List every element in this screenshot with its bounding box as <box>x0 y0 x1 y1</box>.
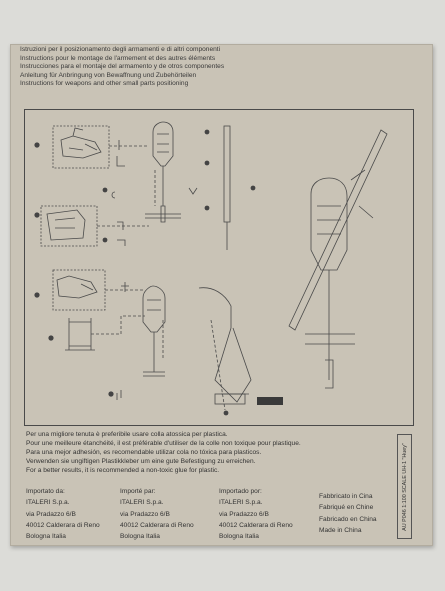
cockpit-part-1-arm <box>72 127 84 137</box>
importer-line: Bologna Italia <box>219 533 259 541</box>
title-line-en: Instructions for weapons and other small… <box>20 80 189 88</box>
callout-markers <box>34 129 256 416</box>
importer-line: via Pradazzo 6/B <box>120 510 170 518</box>
glue-note-fr: Pour une meilleure étanchéité, il est pr… <box>26 439 301 447</box>
instruction-sheet <box>10 44 433 546</box>
importer-line: 40012 Calderara di Reno <box>219 521 293 529</box>
fuselage-top <box>145 121 181 223</box>
cockpit-part-1-detail <box>68 143 98 151</box>
fuselage-bottom <box>142 285 166 377</box>
importer-heading: Importado por: <box>219 488 262 495</box>
importer-line: Bologna Italia <box>26 533 66 541</box>
cockpit-part-3-detail <box>80 283 94 291</box>
cockpit-part-2 <box>46 209 86 241</box>
cockpit-detail-mid <box>40 205 98 247</box>
rotor-pylon <box>188 125 231 250</box>
title-line-es: Instrucciones para el montaje del armame… <box>20 63 225 71</box>
instructions-title: Istruzioni per il posizionamento degli a… <box>20 46 320 89</box>
glue-note: Per una migliore tenuta è preferibile us… <box>26 431 386 476</box>
assembly-diagram <box>34 121 388 416</box>
glue-note-de: Verwenden sie ungiftigen Plastikkleber u… <box>26 457 256 465</box>
made-in-en: Made in China <box>319 526 362 534</box>
importer-line: ITALERI S.p.a. <box>26 499 70 507</box>
glue-note-en: For a better results, it is recommended … <box>26 466 220 474</box>
title-line-de: Anleitung für Anbringung von Bewaffnung … <box>20 71 197 79</box>
product-code-box: AU P046 1:100 SCALE UH-1 "Huey" <box>397 434 412 539</box>
importer-heading: Importé par: <box>120 488 156 495</box>
cockpit-part-2-detail <box>54 217 76 229</box>
importer-line: 40012 Calderara di Reno <box>26 521 100 529</box>
product-code: AU P046 1:100 SCALE UH-1 "Huey" <box>401 442 408 531</box>
cockpit-part-3 <box>56 275 98 299</box>
made-in-it: Fabbricato in Cina <box>319 493 373 500</box>
cockpit-part-1 <box>60 135 102 159</box>
small-brackets <box>111 140 129 400</box>
cockpit-detail-top <box>52 125 110 169</box>
made-in-fr: Fabriqué en Chine <box>319 504 374 512</box>
importer-line: ITALERI S.p.a. <box>219 499 263 507</box>
importer-line: ITALERI S.p.a. <box>120 499 164 507</box>
importer-line: 40012 Calderara di Reno <box>120 521 194 529</box>
leader-lines <box>91 145 226 411</box>
glue-note-it: Per una migliore tenuta è preferibile us… <box>26 431 228 438</box>
importer-heading: Importato da: <box>26 488 65 495</box>
made-in-es: Fabricado en China <box>319 515 377 523</box>
importer-es: Importado por: ITALERI S.p.a. via Pradaz… <box>219 486 293 542</box>
made-in: Fabbricato in Cina Fabriqué en Chine Fab… <box>319 491 377 536</box>
importer-line: Bologna Italia <box>120 533 160 541</box>
helicopter-assembly <box>288 129 388 389</box>
importer-line: via Pradazzo 6/B <box>26 510 76 518</box>
importer-it: Importato da: ITALERI S.p.a. via Pradazz… <box>26 486 100 542</box>
glue-note-es: Para una mejor adhesión, es recomendable… <box>26 448 262 456</box>
importer-line: via Pradazzo 6/B <box>219 510 269 518</box>
title-line-it: Istruzioni per il posizionamento degli a… <box>20 46 221 53</box>
tail-assembly <box>198 287 283 405</box>
title-line-fr: Instructions pour le montage de l'armeme… <box>20 54 216 62</box>
cockpit-detail-low <box>52 269 106 311</box>
assembly-diagram-frame <box>24 109 414 426</box>
importer-fr: Importé par: ITALERI S.p.a. via Pradazzo… <box>120 486 194 542</box>
seat-frame <box>65 318 95 351</box>
